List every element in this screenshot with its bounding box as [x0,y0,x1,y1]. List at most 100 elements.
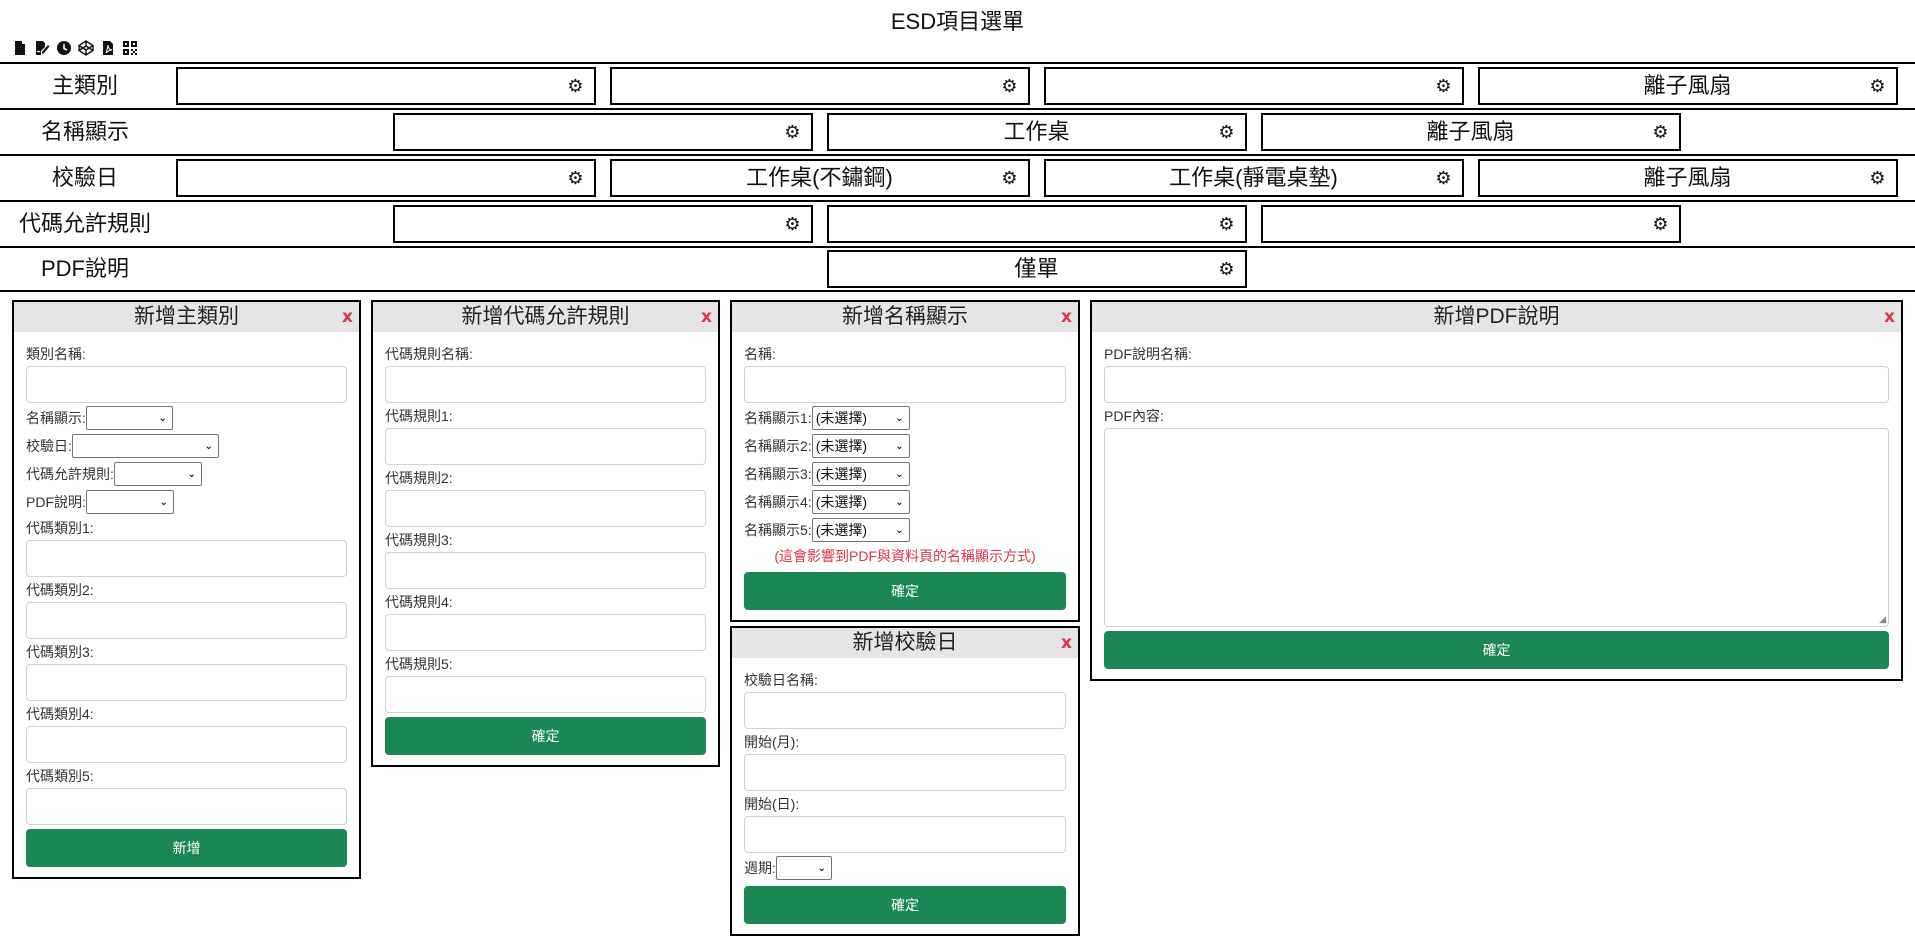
close-icon[interactable]: x [701,307,712,327]
toolbar [12,40,138,56]
start-day-input[interactable] [744,816,1066,853]
calibration-name-input[interactable] [744,692,1066,729]
name-display-5-select[interactable]: (未選擇)⌄ [811,518,910,542]
rule-5-input[interactable] [385,676,706,713]
category-card[interactable]: 離子風扇 ⚙ [1477,67,1898,105]
gear-icon[interactable]: ⚙ [1218,122,1235,142]
gear-icon[interactable]: ⚙ [567,168,584,188]
name-display-3-select[interactable]: (未選擇)⌄ [811,462,910,486]
close-icon[interactable]: x [1061,307,1072,327]
pdf-content-textarea[interactable]: ◢ [1104,428,1889,627]
name-display-card[interactable]: ⚙ [392,113,813,151]
select-row: 名稱顯示3:(未選擇)⌄ [744,460,1066,488]
gear-icon[interactable]: ⚙ [1001,168,1018,188]
rule-2-input[interactable] [385,490,706,527]
code-category-4-input[interactable] [26,726,347,763]
category-name-input[interactable] [26,366,347,403]
rule-label: 代碼規則5: [385,656,453,672]
gear-icon[interactable]: ⚙ [567,76,584,96]
file-signature-icon[interactable] [34,40,50,56]
gear-icon[interactable]: ⚙ [1869,76,1886,96]
confirm-button[interactable]: 確定 [385,717,706,755]
pdf-desc-card[interactable]: 僅單⚙ [826,250,1247,288]
calibration-card[interactable]: 工作桌(不鏽鋼) ⚙ [609,159,1030,197]
select-row: 校驗日:⌄ [26,432,347,460]
chevron-down-icon: ⌄ [187,468,196,480]
calibration-card[interactable]: 離子風扇⚙ [1477,159,1898,197]
select-label: 名稱顯示5: [744,522,812,538]
code-rule-card[interactable]: ⚙ [392,205,813,243]
pdf-desc-select[interactable]: ⌄ [85,490,174,514]
code-rule-select[interactable]: ⌄ [113,462,202,486]
file-icon[interactable] [12,40,28,56]
gear-icon[interactable]: ⚙ [1869,168,1886,188]
name-display-card[interactable]: 離子風扇⚙ [1260,113,1681,151]
chevron-down-icon: ⌄ [895,412,904,424]
select-value: (未選擇) [815,466,868,482]
pdf-name-input[interactable] [1104,366,1889,403]
select-row: 名稱顯示5:(未選擇)⌄ [744,516,1066,544]
confirm-button[interactable]: 確定 [744,886,1066,924]
rule-4-input[interactable] [385,614,706,651]
name-display-card[interactable]: 工作桌⚙ [826,113,1247,151]
code-category-5-input[interactable] [26,788,347,825]
period-select[interactable]: ⌄ [775,856,832,880]
chevron-down-icon: ⌄ [895,524,904,536]
calibration-card[interactable]: ⚙ [175,159,596,197]
gear-icon[interactable]: ⚙ [784,122,801,142]
gear-icon[interactable]: ⚙ [1218,259,1235,279]
name-display-2-select[interactable]: (未選擇)⌄ [811,434,910,458]
gear-icon[interactable]: ⚙ [1435,76,1452,96]
code-rule-card[interactable]: ⚙ [1260,205,1681,243]
select-label: 名稱顯示3: [744,466,812,482]
file-pdf-icon[interactable] [100,40,116,56]
calibration-card[interactable]: 工作桌(靜電桌墊)⚙ [1043,159,1464,197]
rule-1-input[interactable] [385,428,706,465]
gear-icon[interactable]: ⚙ [1652,122,1669,142]
name-display-4-select[interactable]: (未選擇)⌄ [811,490,910,514]
name-input[interactable] [744,366,1066,403]
calibration-select[interactable]: ⌄ [71,434,219,458]
code-rule-card[interactable]: ⚙ [826,205,1247,243]
code-category-3-input[interactable] [26,664,347,701]
confirm-button[interactable]: 確定 [744,572,1066,610]
category-card[interactable]: ⚙ [175,67,596,105]
name-display-select[interactable]: ⌄ [85,406,173,430]
category-card[interactable]: ⚙ [1043,67,1464,105]
codepen-icon[interactable] [78,40,94,56]
modal-title: 新增代碼允許規則 [461,305,630,328]
gear-icon[interactable]: ⚙ [1435,168,1452,188]
card-title: 離子風扇 [1643,73,1732,98]
close-icon[interactable]: x [1061,633,1072,653]
gear-icon[interactable]: ⚙ [1001,76,1018,96]
rule-name-input[interactable] [385,366,706,403]
code-category-2-input[interactable] [26,602,347,639]
close-icon[interactable]: x [1884,307,1895,327]
gear-icon[interactable]: ⚙ [1218,214,1235,234]
name-display-1-select[interactable]: (未選擇)⌄ [811,406,910,430]
code-category-label: 代碼類別1: [26,520,94,536]
section-name-display: 名稱顯示 ⚙ 工作桌⚙ 離子風扇⚙ [0,108,1915,154]
select-label: 名稱顯示1: [744,410,812,426]
clock-icon[interactable] [56,40,72,56]
resize-handle-icon[interactable]: ◢ [1879,614,1886,624]
gear-icon[interactable]: ⚙ [784,214,801,234]
category-card[interactable]: ⚙ [609,67,1030,105]
rule-3-input[interactable] [385,552,706,589]
gear-icon[interactable]: ⚙ [1652,214,1669,234]
section-title-code-rule: 代碼允許規則 [18,211,151,236]
rule-label: 代碼規則4: [385,594,453,610]
section-pdf-desc: PDF說明 僅單⚙ [0,246,1915,292]
select-row: 代碼允許規則:⌄ [26,460,347,488]
confirm-button[interactable]: 確定 [1104,631,1889,669]
close-icon[interactable]: x [342,307,353,327]
select-label: 名稱顯示: [26,410,86,426]
card-title: 工作桌(不鏽鋼) [746,165,893,190]
code-category-1-input[interactable] [26,540,347,577]
qrcode-icon[interactable] [122,40,138,56]
add-button[interactable]: 新增 [26,829,347,867]
select-row: 週期:⌄ [744,854,1066,882]
start-month-input[interactable] [744,754,1066,791]
start-month-label: 開始(月): [744,734,800,750]
